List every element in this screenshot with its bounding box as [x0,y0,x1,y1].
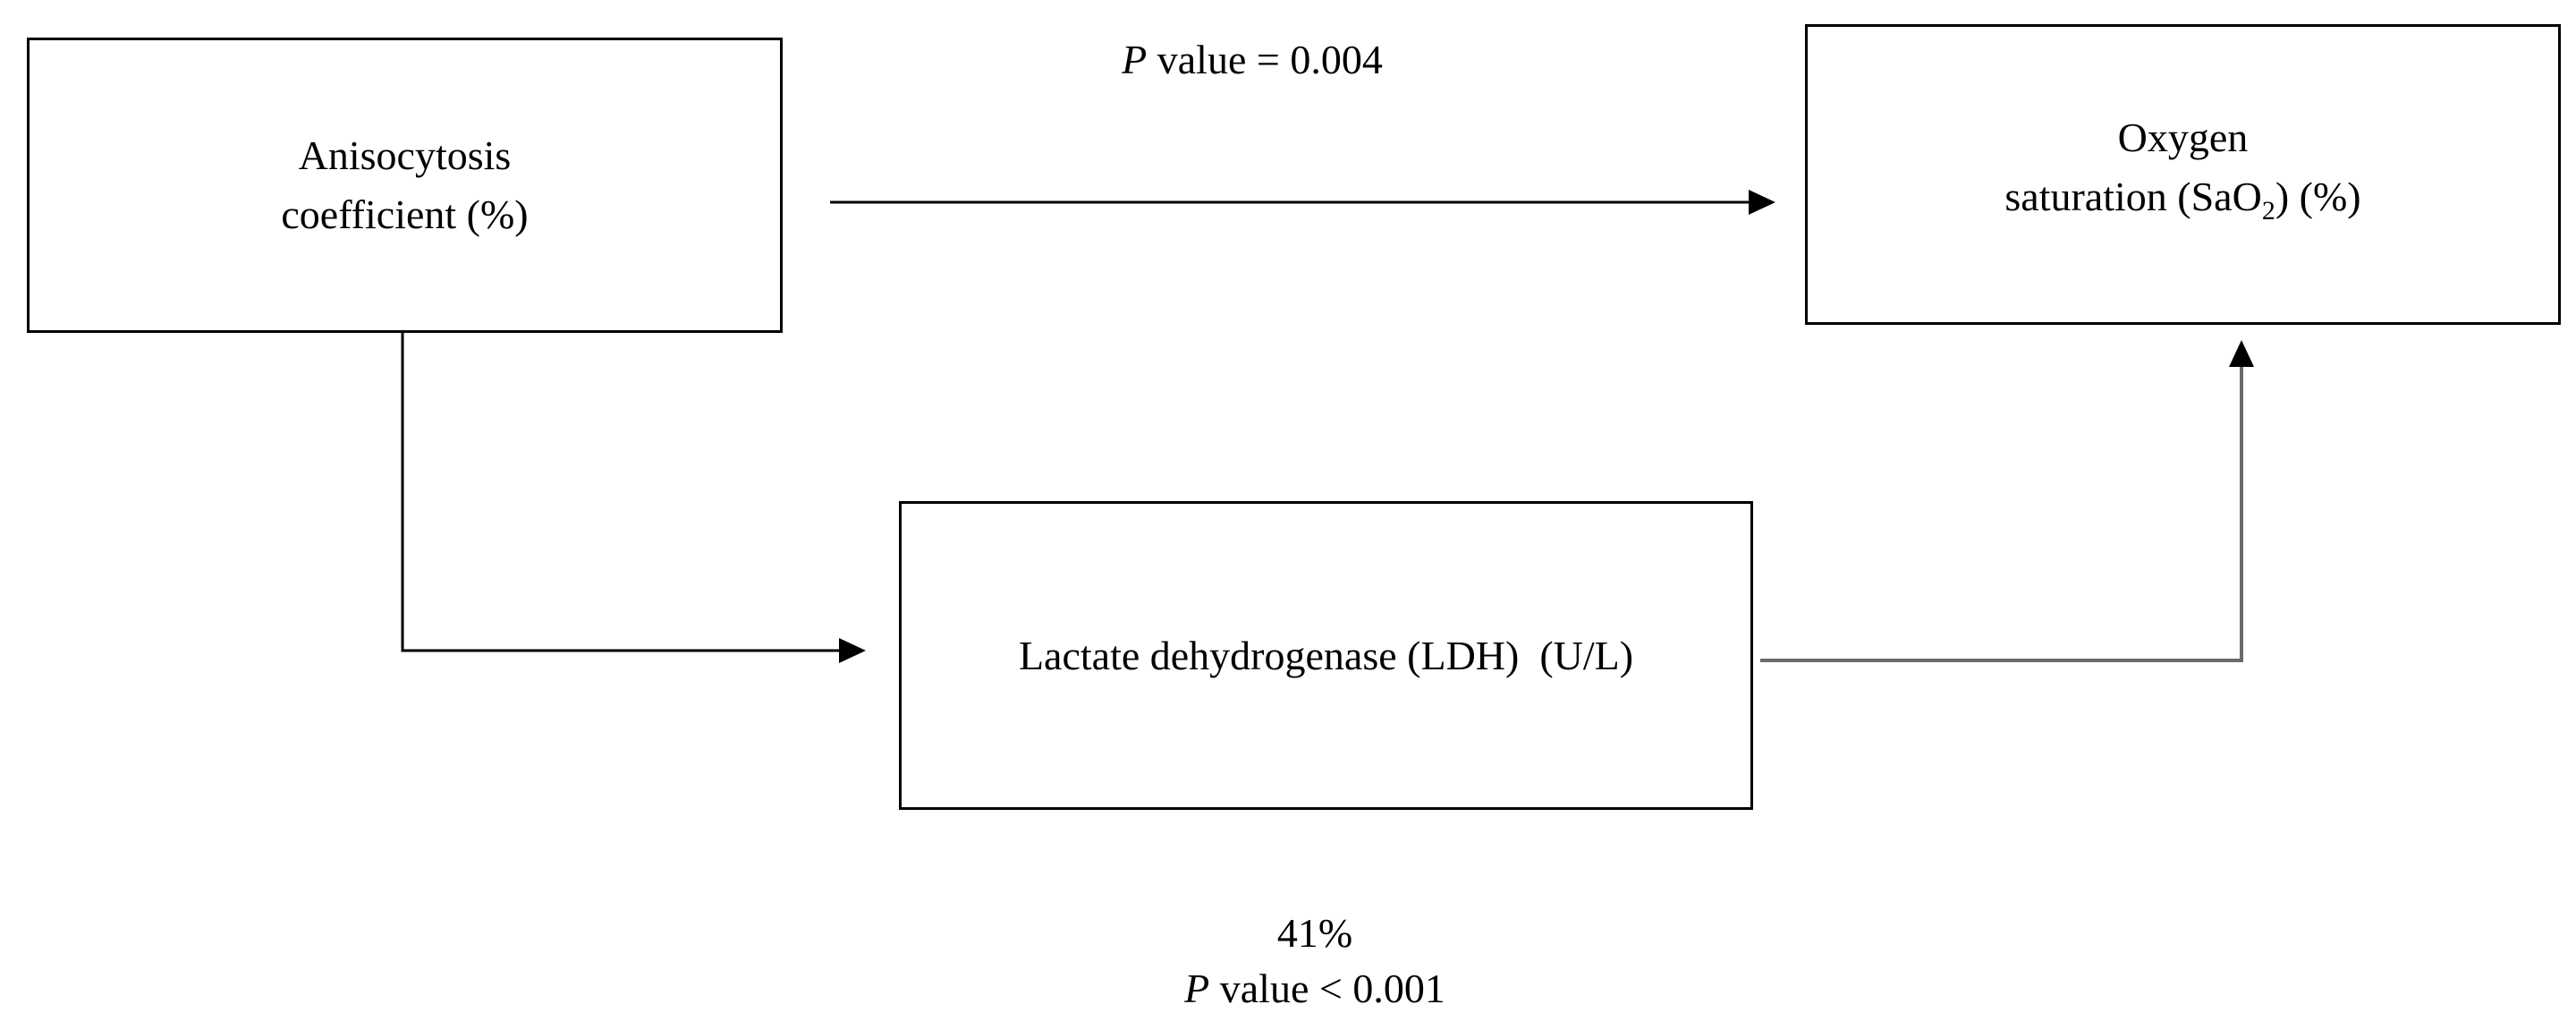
node-ldh-label: Lactate dehydrogenase (LDH) (U/L) [1018,632,1634,678]
node-oxygen-line2: saturation (SaO2) (%) [2004,167,2360,241]
node-oxygen-subscript: 2 [2261,196,2275,226]
annotation-direct-p-symbol: P [1122,37,1148,82]
edge-aniso-to-ldh [401,333,843,652]
node-oxygen-line2-prefix: saturation (SaO [2004,173,2262,219]
annotation-indirect-percent: 41% [1276,910,1353,956]
edge-ldh-to-oxygen [1760,362,2243,662]
arrowhead-aniso-to-ldh [839,638,866,663]
node-oxygen-line1: Oxygen [2117,114,2249,160]
arrowhead-ldh-to-oxygen [2229,340,2254,367]
node-lactate-dehydrogenase: Lactate dehydrogenase (LDH) (U/L) [899,501,1753,810]
annotation-indirect-p-line: P value < 0.001 [1046,961,1583,1017]
node-anisocytosis-coefficient: Anisocytosis coefficient (%) [27,38,783,333]
annotation-direct-p-text: value = 0.004 [1147,37,1383,82]
annotation-indirect-p-text: value < 0.001 [1209,966,1445,1011]
node-oxygen-label: Oxygen saturation (SaO2) (%) [2004,108,2360,241]
node-anisocytosis-line2: coefficient (%) [281,192,529,237]
node-anisocytosis-line1: Anisocytosis [298,132,512,178]
node-oxygen-saturation: Oxygen saturation (SaO2) (%) [1805,24,2561,325]
node-anisocytosis-label: Anisocytosis coefficient (%) [281,126,528,244]
arrowhead-aniso-to-oxygen [1749,190,1775,215]
annotation-indirect-p-symbol: P [1184,966,1210,1011]
annotation-direct-effect: P value = 0.004 [984,32,1521,88]
node-oxygen-line2-suffix: ) (%) [2275,173,2361,219]
annotation-indirect-effect: 41% P value < 0.001 [1046,906,1583,1017]
